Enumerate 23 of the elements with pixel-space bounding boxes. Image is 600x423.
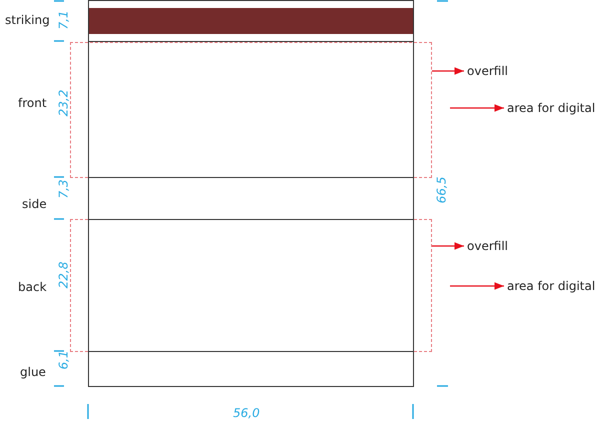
- dimension-value: 6,1: [56, 350, 70, 370]
- panel-label: back: [18, 280, 47, 294]
- glue-panel: [88, 351, 414, 387]
- panel-label: striking: [5, 13, 50, 27]
- side-panel: [88, 177, 414, 220]
- callout-text: area for digital: [507, 279, 596, 293]
- dimension-value: 56,0: [233, 406, 260, 420]
- dimension-value: 23,2: [56, 90, 70, 116]
- arrow: [450, 282, 504, 290]
- arrow: [432, 242, 464, 250]
- dimension-value: 7,1: [56, 10, 70, 30]
- panel-label: glue: [20, 365, 46, 379]
- dimension-value: 22,8: [56, 262, 70, 288]
- arrow: [432, 67, 464, 75]
- arrow: [450, 104, 504, 112]
- panel-label: side: [22, 197, 47, 211]
- dimension-value: 7,3: [56, 179, 70, 199]
- callout-text: overfill: [467, 239, 508, 253]
- striking-panel: [88, 0, 414, 42]
- panel-label: front: [18, 96, 47, 110]
- dimension-value: 66,5: [434, 176, 448, 204]
- callout-text: overfill: [467, 64, 508, 78]
- callout-text: area for digital: [507, 101, 596, 115]
